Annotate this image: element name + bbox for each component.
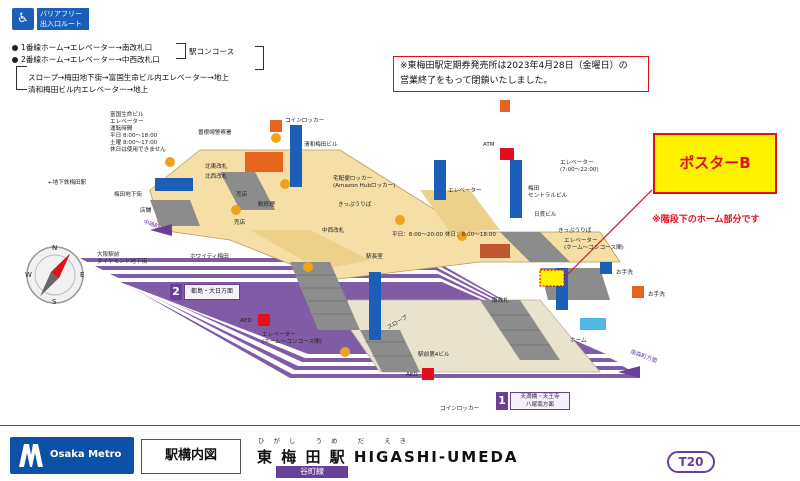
chikatetsu-umeda-label: ←地下鉄梅田駅 [48, 180, 87, 186]
toilet-markers [600, 262, 644, 298]
aed-1-label: AED [240, 318, 252, 324]
poster-b-location [539, 269, 565, 287]
otearai-2-label: お手洗 [648, 292, 665, 298]
coin-locker-top-label: コインロッカー [285, 118, 325, 124]
track-2-number: 2 [170, 284, 182, 300]
shop-blocks [245, 100, 510, 258]
exit-route-2: 清和梅田ビル内エレベーター→地上 [28, 85, 149, 94]
whity-umeda-label: ホワイティ梅田 [190, 254, 229, 260]
elevator-home-right-label: エレベーター (ホーム〜コンコース間) [564, 238, 624, 251]
exit-markers [165, 133, 467, 357]
track-1-number: 1 [496, 392, 508, 410]
barrier-free-title: バリアフリー 出入口ルート [37, 8, 89, 30]
home-label: ホーム [570, 338, 587, 344]
barrier-free-legend: ♿ バリアフリー 出入口ルート [12, 8, 89, 34]
hours-note-label: 平日：8:00〜20:00 休日：8:00〜18:00 [392, 232, 496, 238]
elevator-home-label: エレベーター (ホーム〜コンコース間) [262, 332, 322, 345]
station-name: 東 梅 田 駅 HIGASHI-UMEDA [257, 448, 519, 466]
poster-b-label: ポスターB [653, 133, 777, 194]
exit-route-1: スロープ→梅田地下街→富国生命ビル内エレベーター→地上 [28, 73, 229, 82]
compass [26, 246, 84, 304]
notice-line-2: 営業終了をもって閉鎖いたしました。 [400, 76, 553, 86]
arrow-minami-morimachi [618, 366, 640, 378]
fukoku-elevator-label: 富国生命ビル エレベーター 運転時間 平日 8:00〜18:00 土曜 8:00… [110, 112, 166, 153]
notice-line-1: ※東梅田駅定期券発売所は2023年4月28日（金曜日）の [400, 61, 628, 71]
minami-kaisatsu-label: 南改札 [492, 298, 509, 304]
takuhai-locker-label: 宅配便ロッカー (Amazon Hubロッカー) [333, 176, 396, 189]
sonezaki-police-label: 曽根崎警察署 [198, 130, 232, 136]
map-title: 駅構内図 [141, 439, 241, 474]
kippuuriba-center-label: きっぷうりば [338, 202, 372, 208]
concourse-label: 駅コンコース [189, 47, 235, 56]
compass-s: S [52, 298, 57, 306]
subway-entry-block [155, 178, 193, 191]
arrow-nakazaki [150, 224, 172, 236]
platform-light-block [580, 318, 606, 330]
kita-nishi-label: 北西改札 [205, 174, 228, 180]
coin-locker-bottom-label: コインロッカー [440, 406, 480, 412]
stair-steps [296, 274, 550, 357]
poster-note: ※階段下のホーム部分です [652, 215, 760, 225]
seiwa-bldg-label: 清和梅田ビル [304, 142, 338, 148]
brand-name: Osaka Metro [50, 449, 122, 460]
route-bracket [176, 43, 186, 59]
line-name-tag: 谷町線 [276, 466, 348, 478]
baiten-1-label: 売店 [236, 192, 248, 198]
nakanishi-kaisatsu-label: 中西改札 [322, 228, 345, 234]
compass-n: N [52, 244, 58, 252]
station-code-badge: T20 [667, 451, 715, 473]
elevator-right-label: エレベーター [448, 188, 482, 194]
track-2-direction: 都島・大日方面 [184, 284, 240, 300]
atm-marker [500, 148, 514, 160]
ekimae4-label: 駅前第4ビル [418, 352, 450, 358]
compass-e: E [80, 271, 85, 279]
kutsu-shuri-label: 靴修理 [258, 202, 275, 208]
compass-w: W [25, 271, 32, 279]
exit-bracket [16, 66, 27, 90]
elevator-hours-label: エレベーター (7:00〜22:00) [560, 160, 599, 173]
otearai-1-label: お手洗 [616, 270, 633, 276]
concourse-bracket [255, 46, 264, 70]
kippuuriba-right-label: きっぷうりば [558, 228, 592, 234]
station-ruby: ひがし うめ だ えき [258, 437, 416, 445]
hibiya-bldg-label: 日貫ビル [534, 212, 557, 218]
station-map [26, 100, 653, 380]
shop-label: 店舗 [140, 208, 152, 214]
route-2: 2番線ホーム→エレベーター→中西改札口 [12, 54, 160, 65]
baiten-2-label: 売店 [234, 220, 246, 226]
kita-kaisatsu-label: 北東改札 [205, 164, 228, 170]
osaka-metro-mark-icon [19, 444, 43, 467]
wheelchair-icon: ♿ [12, 8, 34, 30]
track-1-direction: 天満橋・天王寺 八尾南方面 [510, 392, 570, 410]
osaka-ekimae-label: 大阪駅前 ダイヤモンド地下街 [97, 252, 148, 265]
osaka-metro-logo: Osaka Metro [10, 437, 134, 474]
umeda-chikagai-label: 梅田地下街 [114, 192, 142, 198]
ekicho-label: 駅長室 [366, 254, 383, 260]
footer-divider [0, 425, 800, 426]
atm-label: ATM [483, 142, 495, 148]
aed-markers [258, 314, 434, 380]
closure-notice: ※東梅田駅定期券発売所は2023年4月28日（金曜日）の 営業終了をもって閉鎖い… [393, 56, 649, 92]
route-1: 1番線ホーム→エレベーター→南改札口 [12, 42, 152, 53]
poster-leader-line [563, 189, 653, 279]
aed-2-label: AED [406, 372, 418, 378]
umeda-central-label: 梅田 セントラルビル [528, 186, 568, 199]
